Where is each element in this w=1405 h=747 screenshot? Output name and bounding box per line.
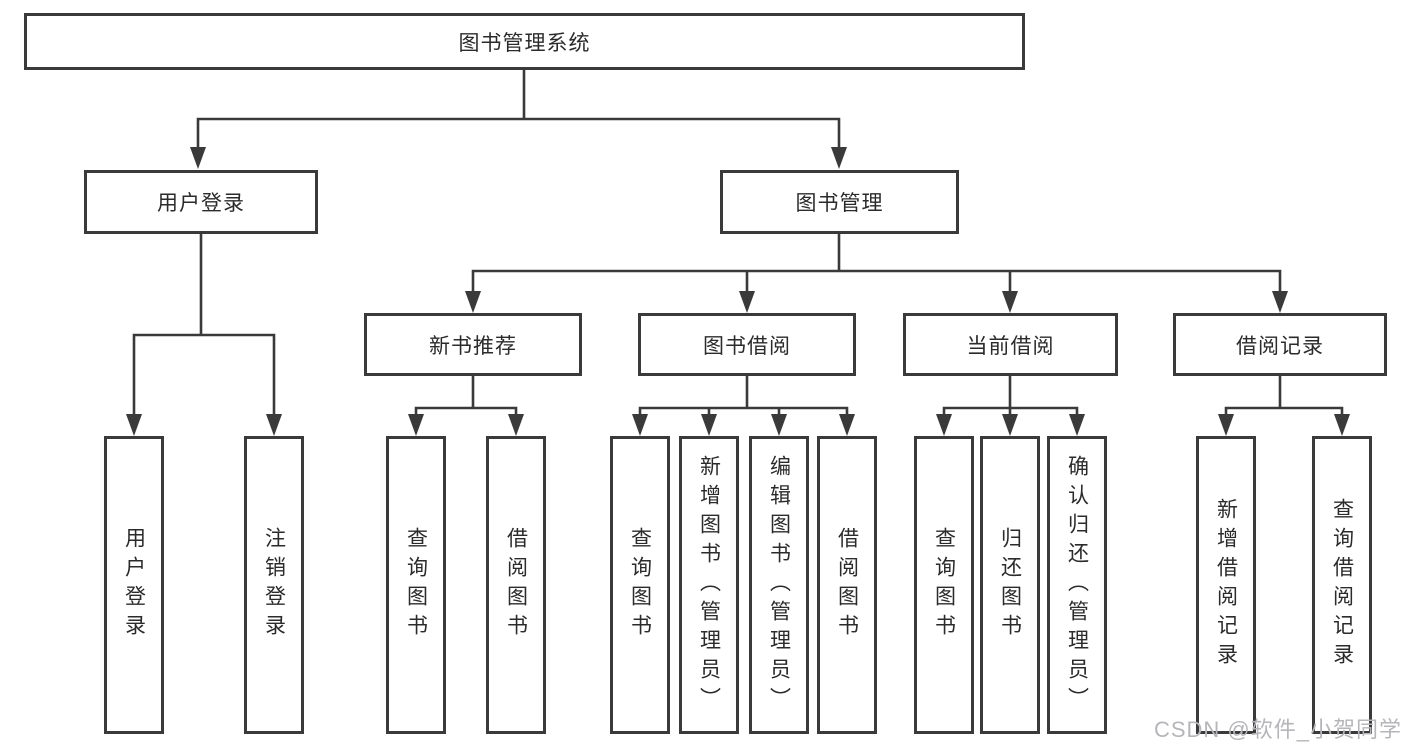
leaf-cb-return-books-label: 归还图书 xyxy=(998,527,1022,643)
leaf-nb-borrow-books: 借阅图书 xyxy=(486,436,546,734)
leaf-bb-query-books: 查询图书 xyxy=(610,436,670,734)
leaf-bb-borrow-books: 借阅图书 xyxy=(817,436,877,734)
leaf-nb-query-books: 查询图书 xyxy=(386,436,446,734)
node-borrowing-records-label: 借阅记录 xyxy=(1236,334,1324,358)
node-new-book-recommend-label: 新书推荐 xyxy=(429,334,517,358)
node-book-management: 图书管理 xyxy=(720,170,959,234)
node-book-borrowing-label: 图书借阅 xyxy=(703,334,791,358)
node-library-system: 图书管理系统 xyxy=(24,13,1025,70)
csdn-watermark: CSDN @软件_小贺同学 xyxy=(1153,717,1402,742)
leaf-logout-label: 注销登录 xyxy=(262,527,286,643)
leaf-nb-query-books-label: 查询图书 xyxy=(404,527,428,643)
leaf-logout: 注销登录 xyxy=(244,436,304,734)
leaf-br-add-record: 新增借阅记录 xyxy=(1196,436,1256,734)
node-book-borrowing: 图书借阅 xyxy=(638,313,856,376)
node-current-borrowing-label: 当前借阅 xyxy=(966,334,1055,358)
leaf-cb-confirm-return-admin: 确认归还（管理员） xyxy=(1047,436,1107,734)
leaf-user-login-label: 用户登录 xyxy=(122,527,146,643)
leaf-cb-confirm-return-admin-label: 确认归还（管理员） xyxy=(1065,454,1089,716)
leaf-cb-return-books: 归还图书 xyxy=(980,436,1040,734)
leaf-bb-edit-books-admin: 编辑图书（管理员） xyxy=(749,436,809,734)
leaf-br-query-record: 查询借阅记录 xyxy=(1312,436,1372,734)
leaf-bb-edit-books-admin-label: 编辑图书（管理员） xyxy=(767,454,791,716)
leaf-nb-borrow-books-label: 借阅图书 xyxy=(504,527,528,643)
node-book-management-label: 图书管理 xyxy=(795,192,884,215)
node-new-book-recommend: 新书推荐 xyxy=(364,313,582,376)
leaf-br-query-record-label: 查询借阅记录 xyxy=(1330,498,1354,672)
node-user-login: 用户登录 xyxy=(84,170,318,234)
node-current-borrowing: 当前借阅 xyxy=(903,313,1118,376)
leaf-cb-query-books-label: 查询图书 xyxy=(932,527,956,643)
node-borrowing-records: 借阅记录 xyxy=(1173,313,1387,376)
leaf-cb-query-books: 查询图书 xyxy=(914,436,974,734)
leaf-user-login: 用户登录 xyxy=(104,436,164,734)
leaf-bb-add-books-admin: 新增图书（管理员） xyxy=(679,436,739,734)
leaf-bb-add-books-admin-label: 新增图书（管理员） xyxy=(697,454,721,716)
leaf-bb-query-books-label: 查询图书 xyxy=(628,527,652,643)
leaf-bb-borrow-books-label: 借阅图书 xyxy=(835,527,859,643)
node-library-system-label: 图书管理系统 xyxy=(458,31,591,55)
node-user-login-label: 用户登录 xyxy=(157,192,245,215)
leaf-br-add-record-label: 新增借阅记录 xyxy=(1214,498,1238,672)
